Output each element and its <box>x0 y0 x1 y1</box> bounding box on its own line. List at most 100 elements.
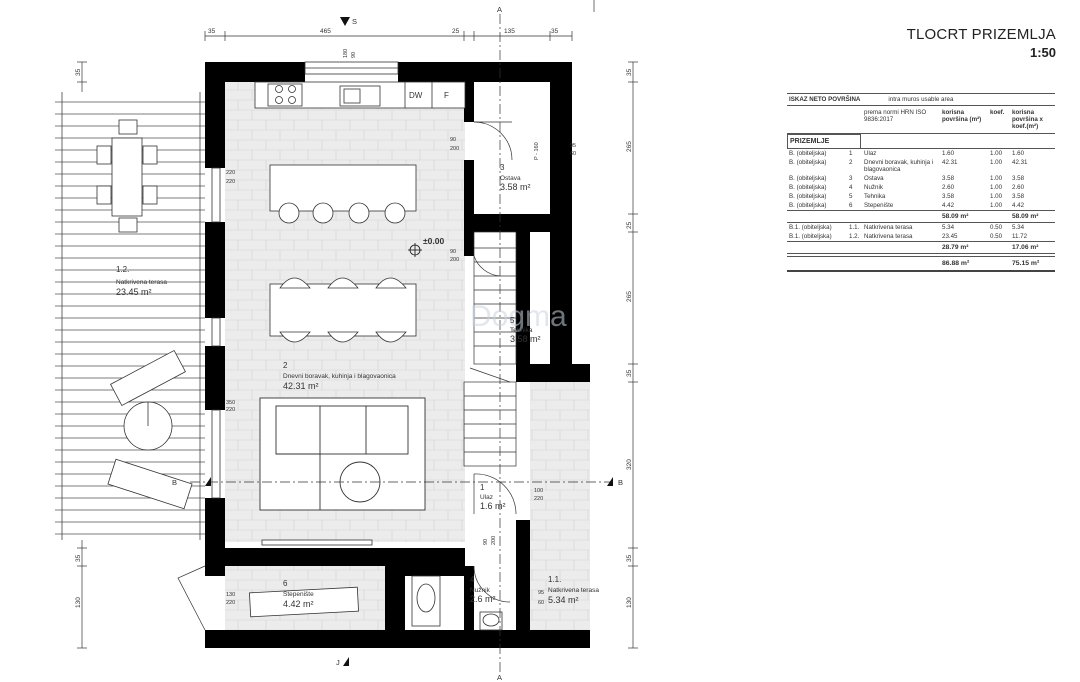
dim-window-top-1: 180 <box>343 49 349 58</box>
dim-top-5: 35 <box>551 28 559 35</box>
room-1-2-name: Natkrivena terasa <box>116 279 167 286</box>
drawing-title-block: TLOCRT PRIZEMLJA 1:50 <box>907 26 1056 60</box>
dim-right-6: 320 <box>626 459 633 470</box>
terrace-1-1-floor <box>530 382 590 630</box>
section-label-a-top: A <box>497 5 502 14</box>
dim-win-left-3b: 220 <box>226 600 235 606</box>
dim-win-4a: 95 <box>538 590 544 596</box>
dim-win-3a: 95 <box>570 143 576 149</box>
dim-right-8: 130 <box>626 597 633 608</box>
section-label-b-right: B <box>618 478 623 487</box>
dim-window-top-2: 90 <box>351 52 357 58</box>
tv-bench <box>261 539 373 546</box>
watermark-logo: Dogma <box>470 300 567 333</box>
dim-top-2: 465 <box>320 28 331 35</box>
level-mark-text: ±0.00 <box>423 236 444 246</box>
room-2-number: 2 <box>283 361 288 370</box>
dim-door-5a: 90 <box>450 249 456 255</box>
right-dimension-line <box>628 61 638 649</box>
dim-door-4a: 90 <box>483 539 489 545</box>
net-area-table: ISKAZ NETO POVRŠINA intra muros usable a… <box>787 93 1055 272</box>
dim-win-left-1b: 220 <box>226 179 235 185</box>
dim-left-4: 130 <box>75 597 82 608</box>
room-6-area: 4.42 m² <box>283 599 314 609</box>
dim-left-1: 35 <box>75 68 82 76</box>
room-6-number: 6 <box>283 579 288 588</box>
drawing-title: TLOCRT PRIZEMLJA <box>906 26 1056 43</box>
room-2-name: Dnevni boravak, kuhinja i blagovaonica <box>283 373 396 380</box>
top-window <box>304 61 399 75</box>
area-table-section: PRIZEMLJE <box>787 134 861 148</box>
section-label-a-bottom: A <box>497 673 502 682</box>
dim-right-1: 35 <box>626 68 633 76</box>
dim-win-left-2a: 350 <box>226 400 235 406</box>
col-weighted: korisna površina x koef.(m²) <box>1012 109 1043 130</box>
dim-door-3b: 200 <box>450 146 459 152</box>
room-1-2-number: 1.2. <box>116 265 129 274</box>
dim-right-5: 35 <box>626 369 633 377</box>
room-1-area: 1.6 m² <box>480 501 506 511</box>
dim-win-left-1a: 220 <box>226 170 235 176</box>
living-room-sofa <box>259 397 426 511</box>
col-norm: prema normi HRN ISO 9836:2017 <box>864 109 927 123</box>
dim-right-2: 265 <box>626 141 633 152</box>
terrace-posts <box>61 92 201 540</box>
room-1-number: 1 <box>480 483 485 492</box>
fridge-label: F <box>444 91 449 100</box>
sun-loungers <box>107 349 193 510</box>
level-marker <box>408 243 422 257</box>
dim-door-3a: 90 <box>450 137 456 143</box>
section-label-b-left: B <box>172 478 177 487</box>
dim-right-4: 265 <box>626 291 633 302</box>
room-5-floor <box>474 232 520 364</box>
col-coef: koef. <box>990 109 1005 116</box>
toilet-and-sink <box>411 575 503 631</box>
dim-door-1b: 220 <box>534 496 543 502</box>
room-4-area: 2.6 m² <box>470 594 496 604</box>
staircase <box>463 231 517 467</box>
room-4-number: 4 <box>470 575 475 584</box>
section-label-s: S <box>352 17 357 26</box>
room-5-name: Tehnika <box>510 327 533 334</box>
dim-p-label: P - 160 <box>534 142 540 160</box>
room-6-name: Stepenište <box>283 591 314 598</box>
kitchen-island <box>269 164 417 224</box>
room-3-area: 3.58 m² <box>500 182 531 192</box>
room-3-floor <box>474 82 550 214</box>
dim-win-3b: 60 <box>570 151 576 157</box>
dim-win-4b: 60 <box>538 600 544 606</box>
area-table-heading: ISKAZ NETO POVRŠINA intra muros usable a… <box>787 93 1055 106</box>
top-dimension-line <box>204 31 573 41</box>
dining-table <box>269 277 417 343</box>
room-1-1-name: Natkrivena terasa <box>548 587 599 594</box>
area-table-subtitle: intra muros usable area <box>888 96 954 103</box>
dim-win-left-3a: 130 <box>226 592 235 598</box>
room-5-area: 3.58 m² <box>510 334 541 344</box>
dim-left-3: 35 <box>75 554 82 562</box>
dim-door-5b: 200 <box>450 257 459 263</box>
room-3-number: 3 <box>500 163 505 172</box>
drawing-scale: 1:50 <box>1029 45 1056 60</box>
room-5-number: 5 <box>510 316 515 325</box>
door-swings <box>177 121 517 631</box>
dim-door-1a: 100 <box>534 488 543 494</box>
room-1-name: Ulaz <box>480 494 493 501</box>
dim-right-3: 25 <box>626 221 633 229</box>
outdoor-dining-set <box>96 119 158 233</box>
room-6-bench <box>249 586 359 618</box>
dim-door-4b: 200 <box>491 536 497 545</box>
left-windows <box>211 167 221 499</box>
col-area: korisna površina (m²) <box>942 109 982 123</box>
room-1-2-area: 23.45 m² <box>116 287 152 297</box>
room-4-name: Nužnik <box>470 587 491 594</box>
